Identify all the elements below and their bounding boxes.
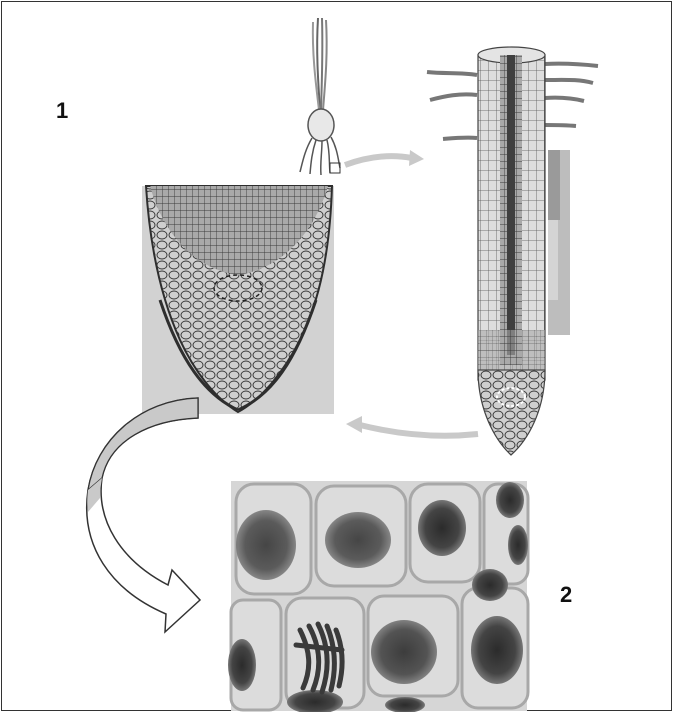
mitosis-cells-micrograph-icon <box>228 481 528 712</box>
arrow-to-micrograph-icon <box>360 425 478 436</box>
curved-arrow-icon <box>87 398 200 632</box>
onion-bulb-icon <box>300 18 340 175</box>
root-tip-micrograph-icon <box>142 186 334 414</box>
root-tip-diagram-icon <box>427 47 598 455</box>
arrow-to-root-diagram-icon <box>345 156 412 165</box>
